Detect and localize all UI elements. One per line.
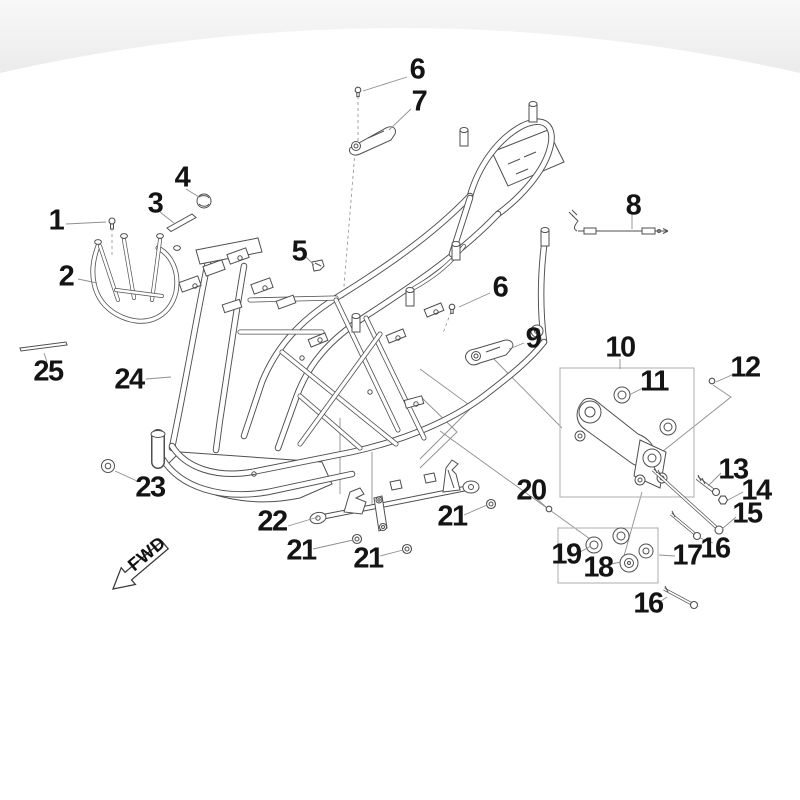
callout-16-lower: 16 [633,587,664,620]
band-curve [0,0,800,73]
callout-20: 20 [516,474,547,507]
bushing-set [585,527,654,573]
frame-brackets [178,247,445,409]
part-21-bolts [351,498,497,555]
callout-11: 11 [640,365,669,398]
part-5-clamp [311,259,325,272]
callout-21-mid: 21 [353,542,384,575]
part-20-screw [545,505,553,513]
callout-15: 15 [732,497,763,530]
callout-8: 8 [625,189,642,222]
part-11-bushings [613,386,677,436]
fwd-arrow-icon [111,540,170,590]
frame-assembly [150,101,565,503]
callout-23: 23 [135,471,166,504]
callout-6-top: 6 [409,53,426,86]
callout-3: 3 [147,187,164,220]
part-12-screw [708,377,716,385]
part-15-long-bolt [651,466,724,535]
callout-2: 2 [58,260,75,293]
part-2-guard-bracket [90,233,181,324]
part-25-rod [19,341,68,352]
callout-1: 1 [48,204,65,237]
part-16-bolt-lower [663,585,699,610]
group-box-10 [559,367,695,498]
callout-21-right: 21 [437,500,468,533]
callout-5: 5 [291,235,308,268]
part-4-cap-nut [196,193,212,209]
callout-12: 12 [730,351,761,384]
callout-22: 22 [257,505,288,538]
callout-17: 17 [672,539,703,572]
callout-13: 13 [718,453,749,486]
part-1-bolt [108,217,116,230]
callout-14: 14 [741,474,772,507]
callout-6-mid: 6 [492,271,509,304]
part-14-nut [717,495,729,505]
part-7-hanger-link [349,126,396,156]
callout-9: 9 [525,322,542,355]
callout-16-upper: 16 [700,532,731,565]
frame-posts [351,101,550,333]
part-6-bolt-mid [448,303,456,314]
part-9-bracket [465,339,514,366]
header-band [0,0,800,73]
callout-leader-lines [43,76,744,602]
callout-25: 25 [33,355,64,388]
part-6-bolt-top [354,86,362,98]
callout-19: 19 [551,538,582,571]
linkage-assembly [574,386,677,489]
frame-mount-holes [192,255,544,477]
callout-10: 10 [605,331,636,364]
part-22-bar-assembly [309,459,480,532]
part-13-bolt [695,474,721,497]
part-8-cable [568,209,669,235]
callout-7: 7 [411,85,428,118]
part-3-strip [166,213,197,233]
group-box-17 [557,527,659,584]
callout-24: 24 [114,363,145,396]
part-23-washer [101,459,115,473]
assembly-axes [111,96,452,334]
callout-4: 4 [174,161,191,194]
callout-18: 18 [583,551,614,584]
callout-21-left: 21 [286,534,317,567]
part-16-bolt-upper [670,510,702,541]
